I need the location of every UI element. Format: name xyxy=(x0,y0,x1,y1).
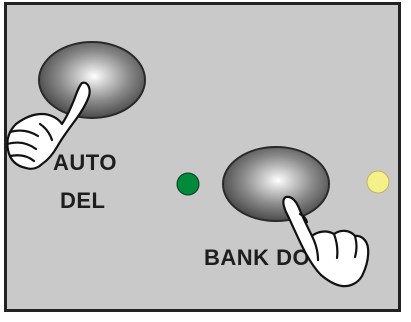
finger-press-icon xyxy=(7,83,90,169)
finger-press-icon xyxy=(283,197,368,286)
